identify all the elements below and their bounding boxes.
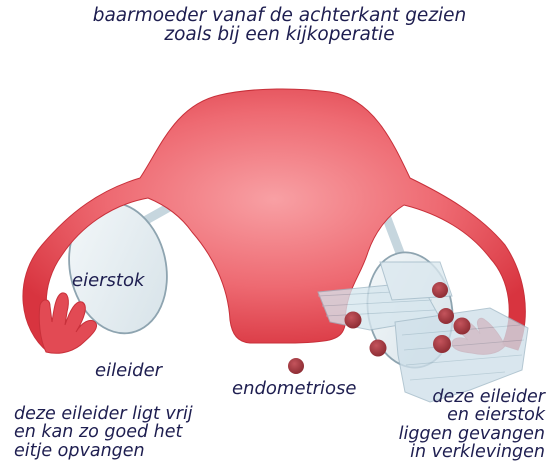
- title-line: zoals bij een kijkoperatie: [0, 25, 559, 44]
- endometriosis-spot: [438, 308, 454, 324]
- note-line: en kan zo goed het: [14, 423, 193, 441]
- note-trapped-tube: deze eileider en eierstok liggen gevange…: [399, 388, 545, 462]
- note-line: liggen gevangen: [399, 425, 545, 443]
- note-line: in verklevingen: [399, 443, 545, 461]
- note-line: en eierstok: [399, 406, 545, 424]
- note-line: eitje opvangen: [14, 442, 193, 460]
- label-endometriose: endometriose: [232, 380, 356, 399]
- title-line: baarmoeder vanaf de achterkant gezien: [0, 6, 559, 25]
- diagram-title: baarmoeder vanaf de achterkant gezien zo…: [0, 6, 559, 45]
- endometriosis-spot: [454, 318, 471, 335]
- note-free-tube: deze eileider ligt vrij en kan zo goed h…: [14, 405, 193, 460]
- endometriosis-spot: [345, 312, 362, 329]
- endometriosis-spot: [288, 358, 304, 374]
- note-line: deze eileider: [399, 388, 545, 406]
- endometriosis-spot: [370, 340, 387, 357]
- label-eierstok: eierstok: [72, 272, 144, 291]
- endometriosis-spot: [432, 282, 448, 298]
- note-line: deze eileider ligt vrij: [14, 405, 193, 423]
- endometriosis-spot: [433, 335, 451, 353]
- label-eileider: eileider: [95, 362, 162, 381]
